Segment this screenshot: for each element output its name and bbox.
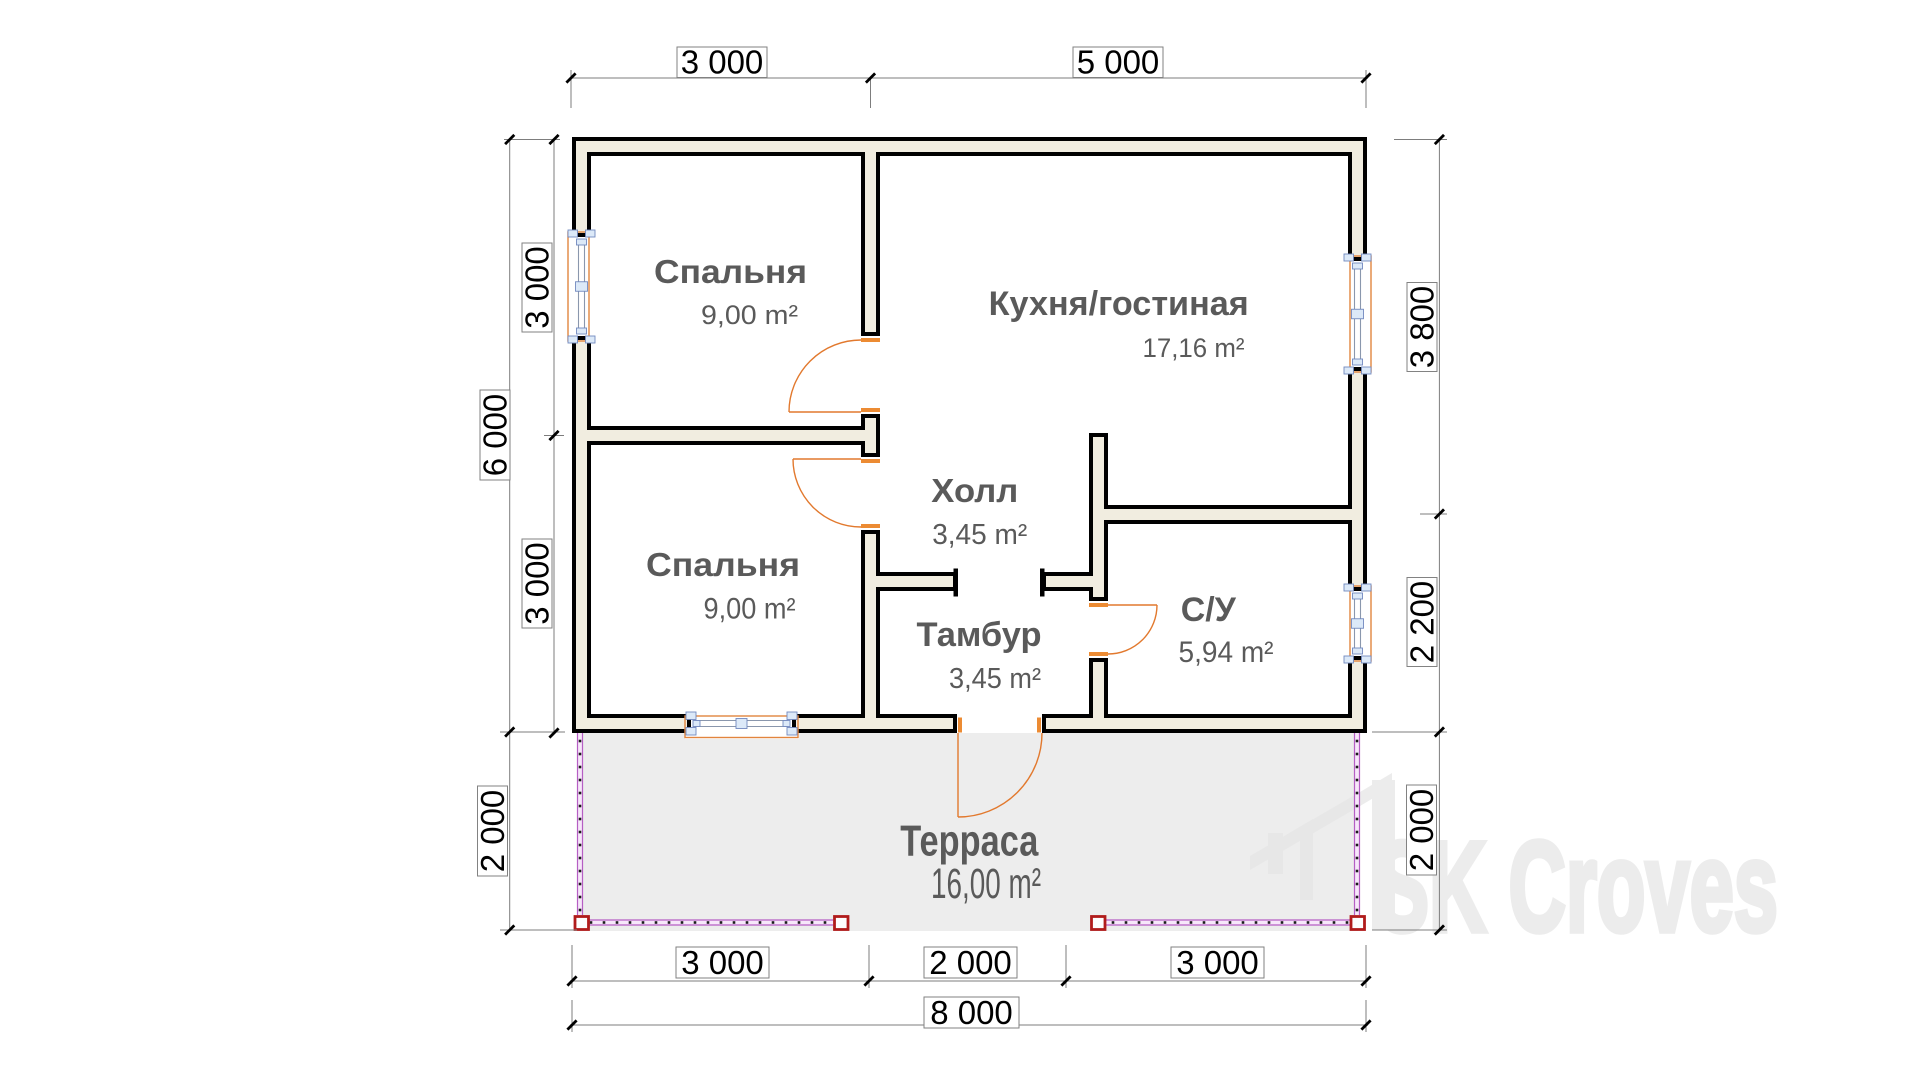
svg-text:5 000: 5 000: [1077, 44, 1160, 81]
svg-text:Тамбур: Тамбур: [917, 616, 1042, 654]
svg-text:Холл: Холл: [931, 472, 1018, 509]
svg-text:2 000: 2 000: [474, 790, 511, 873]
svg-text:3 000: 3 000: [1176, 944, 1259, 981]
svg-text:3 800: 3 800: [1404, 286, 1441, 369]
svg-text:3,45 m²: 3,45 m²: [932, 519, 1027, 551]
svg-text:9,00 m²: 9,00 m²: [701, 300, 798, 330]
svg-text:С/У: С/У: [1181, 591, 1237, 629]
svg-text:Терраса: Терраса: [900, 816, 1038, 865]
svg-text:3,45 m²: 3,45 m²: [949, 663, 1041, 695]
svg-text:5,94 m²: 5,94 m²: [1179, 636, 1274, 669]
svg-text:3 000: 3 000: [519, 542, 556, 625]
svg-text:Спальня: Спальня: [654, 253, 807, 290]
svg-text:3 000: 3 000: [519, 246, 556, 329]
svg-text:3 000: 3 000: [681, 944, 764, 981]
svg-text:16,00 m²: 16,00 m²: [931, 860, 1041, 908]
svg-text:8 000: 8 000: [930, 994, 1013, 1031]
svg-text:SK Croves: SK Croves: [1376, 816, 1778, 959]
svg-text:2 000: 2 000: [1403, 789, 1440, 872]
svg-text:2 200: 2 200: [1404, 581, 1441, 664]
svg-text:Спальня: Спальня: [646, 546, 800, 583]
svg-text:17,16 m²: 17,16 m²: [1143, 333, 1245, 363]
svg-text:9,00 m²: 9,00 m²: [704, 593, 796, 626]
svg-text:Кухня/гостиная: Кухня/гостиная: [989, 285, 1249, 323]
svg-text:3 000: 3 000: [681, 44, 764, 81]
svg-text:6 000: 6 000: [477, 394, 514, 477]
svg-text:2 000: 2 000: [929, 944, 1012, 981]
